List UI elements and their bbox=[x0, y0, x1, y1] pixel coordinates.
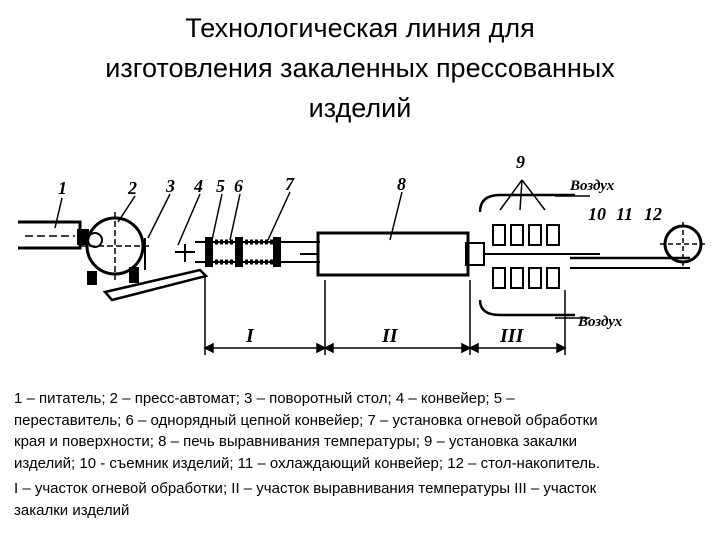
air-label-bottom: Воздух bbox=[577, 314, 623, 330]
title-line-1: Технологическая линия для bbox=[185, 13, 535, 43]
section-mark-3: III bbox=[499, 325, 525, 347]
callout-1: 1 bbox=[58, 178, 67, 198]
sections-legend-line-1: I – участок огневой обработки; II – учас… bbox=[14, 480, 597, 497]
components-legend-line-4: изделий; 10 - съемник изделий; 11 – охла… bbox=[14, 454, 601, 472]
sections-legend: I – участок огневой обработки; II – учас… bbox=[14, 478, 700, 521]
callout-7: 7 bbox=[285, 174, 295, 194]
title-line-3: изделий bbox=[308, 93, 412, 123]
chain-conveyor-and-fire-unit bbox=[195, 237, 320, 267]
components-legend-line-2: переставитель; 6 – однорядный цепной кон… bbox=[14, 411, 598, 429]
callout-2: 2 bbox=[127, 178, 137, 198]
temperature-furnace bbox=[300, 231, 600, 277]
quenching-unit bbox=[478, 179, 575, 317]
callout-5: 5 bbox=[216, 176, 225, 196]
section-mark-2: II bbox=[381, 325, 399, 347]
callout-12: 12 bbox=[644, 204, 662, 224]
air-label-top: Воздух bbox=[569, 178, 615, 194]
components-legend-line-1: 1 – питатель; 2 – пресс-автомат; 3 – пов… bbox=[14, 390, 515, 407]
components-legend: 1 – питатель; 2 – пресс-автомат; 3 – пов… bbox=[14, 388, 700, 474]
turntable-and-conveyor bbox=[102, 238, 209, 302]
components-legend-line-3: края и поверхности; 8 – печь выравнивани… bbox=[14, 433, 578, 450]
callout-6: 6 bbox=[234, 176, 243, 196]
cooling-and-storage bbox=[570, 222, 706, 269]
press-machine bbox=[80, 212, 150, 285]
callout-11: 11 bbox=[616, 204, 633, 224]
callout-10: 10 bbox=[588, 204, 606, 224]
slide-title: Технологическая линия для изготовления з… bbox=[0, 8, 720, 128]
feeder bbox=[18, 220, 89, 250]
callout-8: 8 bbox=[397, 174, 406, 194]
title-line-2: изготовления закаленных прессованных bbox=[105, 53, 615, 83]
callout-leaders bbox=[54, 191, 403, 246]
air-arrows bbox=[555, 195, 590, 319]
callout-4: 4 bbox=[193, 176, 203, 196]
callout-9: 9 bbox=[516, 152, 525, 172]
callout-3: 3 bbox=[165, 176, 175, 196]
section-mark-1: I bbox=[245, 325, 255, 347]
sections-legend-line-2: закалки изделий bbox=[14, 501, 130, 519]
production-line-diagram: 1 2 3 4 5 6 7 8 9 10 11 12 Воздух Воздух… bbox=[18, 152, 706, 355]
section-dimension-line bbox=[203, 275, 567, 355]
